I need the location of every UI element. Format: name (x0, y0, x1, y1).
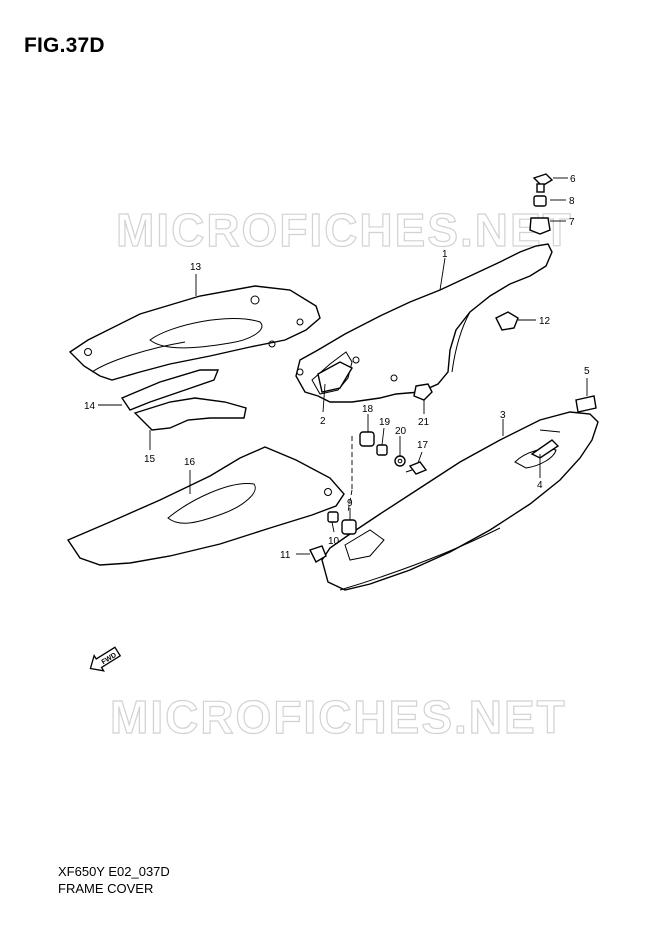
callout-13: 13 (190, 262, 202, 273)
part-3-right-side-cover (321, 411, 599, 591)
part-2-plate (317, 361, 353, 393)
part-10-collar (327, 511, 339, 523)
part-21-grommet (413, 383, 433, 401)
part-7-grommet (529, 217, 551, 235)
part-16-lower-left-cover (66, 446, 345, 566)
callout-12: 12 (539, 316, 551, 327)
callout-18: 18 (362, 404, 374, 415)
callout-labels: 1 2 3 4 5 6 7 8 9 10 11 12 13 14 15 16 1… (84, 174, 590, 561)
callout-4: 4 (537, 480, 543, 491)
callout-10: 10 (328, 536, 340, 547)
leader-lines (98, 177, 588, 555)
callout-2: 2 (320, 416, 326, 427)
part-17-bolt (405, 461, 428, 475)
callout-17: 17 (417, 440, 429, 451)
callout-5: 5 (584, 366, 590, 377)
part-6-screw (532, 173, 554, 193)
callout-8: 8 (569, 196, 575, 207)
part-15-lower-trim (133, 397, 247, 431)
figure-name: FRAME COVER (58, 881, 154, 896)
callout-16: 16 (184, 457, 196, 468)
part-18-grommet (359, 431, 375, 447)
callout-11: 11 (280, 550, 291, 561)
callout-15: 15 (144, 454, 156, 465)
part-13-upper-left-cover (68, 285, 321, 381)
fwd-arrow-icon: FWD (89, 646, 122, 672)
callout-9: 9 (347, 498, 353, 509)
callout-1: 1 (442, 249, 448, 260)
callout-20: 20 (395, 426, 407, 437)
part-19-collar (376, 444, 388, 456)
figure-title: FIG.37D (24, 34, 105, 57)
part-12-grommet (495, 311, 519, 331)
part-8-collar (533, 195, 547, 207)
alignment-lines (347, 436, 353, 513)
part-11-grommet (309, 545, 327, 563)
part-4-emblem (530, 439, 560, 459)
part-9-grommet (341, 519, 357, 535)
part-20-washer (394, 455, 406, 467)
part-14-upper-trim (120, 369, 220, 411)
part-5-pad (575, 395, 597, 413)
callout-14: 14 (84, 401, 96, 412)
callout-6: 6 (570, 174, 576, 185)
watermark-top: MICROFICHES.NET (116, 204, 573, 256)
callout-3: 3 (500, 410, 506, 421)
watermark-bottom: MICROFICHES.NET (110, 691, 567, 743)
callout-19: 19 (379, 417, 391, 428)
callout-7: 7 (569, 217, 575, 228)
callout-21: 21 (418, 417, 430, 428)
figure-code: XF650Y E02_037D (58, 864, 170, 879)
